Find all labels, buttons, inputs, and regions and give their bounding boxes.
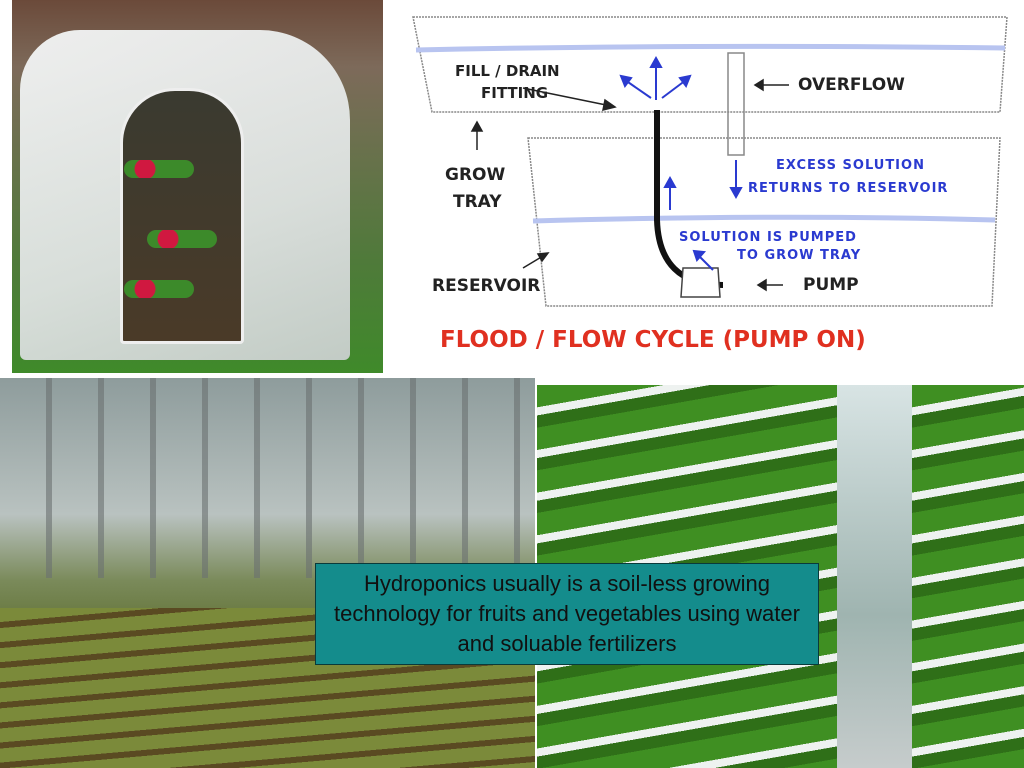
tent-doorway (120, 88, 244, 344)
overflow-label: OVERFLOW (798, 75, 905, 95)
caption-text: Hydroponics usually is a soil-less growi… (334, 571, 800, 656)
returns-to-reservoir-label: RETURNS TO RESERVOIR (748, 181, 948, 196)
tray-label: TRAY (453, 192, 502, 212)
solution-pumped-label: SOLUTION IS PUMPED (679, 230, 857, 245)
reservoir-shape (527, 137, 1001, 307)
grow-tray-shape (412, 16, 1008, 113)
flower-shelf (124, 160, 194, 178)
pump-hose (654, 110, 724, 288)
fill-drain-label: FILL / DRAIN (455, 62, 560, 80)
label-arrows (470, 78, 789, 292)
greenhouse-tent-photo (12, 0, 383, 373)
flood-flow-diagram: FILL / DRAIN FITTING OVERFLOW GROW TRAY … (412, 16, 1008, 353)
plant-rack (912, 385, 1024, 768)
diagram-title: FLOOD / FLOW CYCLE (PUMP ON) (440, 327, 866, 353)
caption-box: Hydroponics usually is a soil-less growi… (315, 563, 819, 665)
grow-label: GROW (445, 165, 505, 185)
greenhouse-frame (0, 378, 535, 578)
pump-label: PUMP (803, 275, 859, 295)
fitting-label: FITTING (481, 84, 548, 102)
reservoir-label: RESERVOIR (432, 276, 540, 296)
tray-water-line (415, 43, 1006, 53)
flower-shelf (124, 280, 194, 298)
pump-shape (680, 267, 721, 298)
reservoir-water-line (532, 214, 996, 224)
flower-shelf (147, 230, 217, 248)
overflow-pipe (727, 52, 745, 156)
greenhouse-seedling-beds-photo (0, 378, 535, 768)
flow-arrows (619, 55, 743, 271)
excess-solution-label: EXCESS SOLUTION (776, 158, 925, 173)
to-grow-tray-label: TO GROW TRAY (737, 248, 861, 263)
